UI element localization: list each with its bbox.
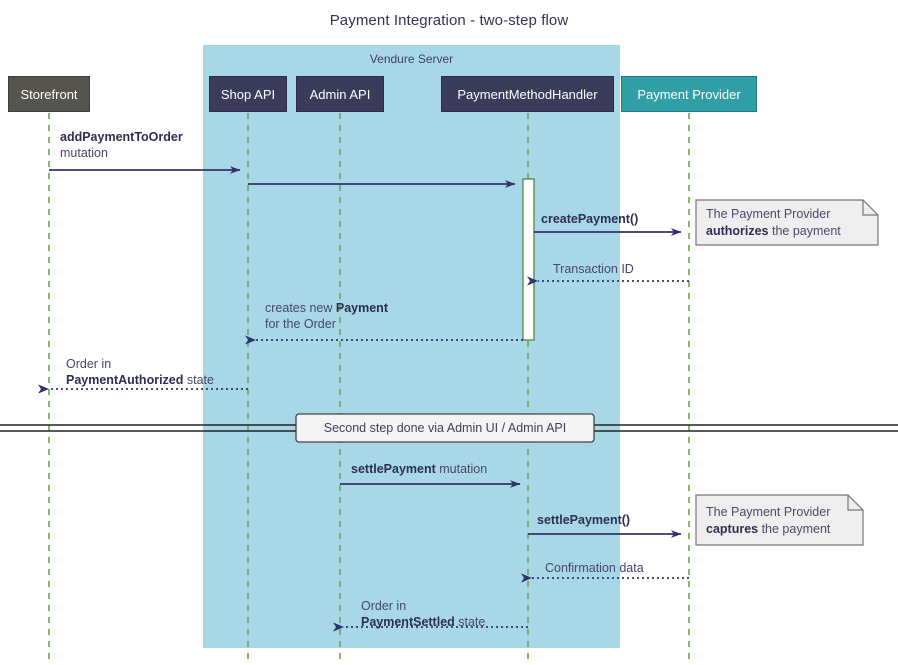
message-label-settle-payment-call-bold: settlePayment() (537, 513, 631, 527)
note-authorizes-suffix: the payment (768, 224, 841, 238)
message-label-confirmation-data: Confirmation data (545, 560, 644, 576)
group-label-vendure-server: Vendure Server (369, 52, 454, 66)
message-label-create-payment-bold: createPayment() (541, 212, 639, 226)
note-authorizes-shape (695, 199, 879, 246)
message-label-create-payment: createPayment() (541, 211, 638, 227)
note-authorizes-line1: The Payment Provider (706, 207, 831, 221)
message-label-order-payment-settled: Order in PaymentSettled state (361, 598, 485, 630)
message-label-settle-payment-call: settlePayment() (537, 512, 630, 528)
participant-payment-provider[interactable]: Payment Provider (621, 76, 757, 112)
message-label-order-payment-authorized-suffix: state (183, 373, 214, 387)
message-label-transaction-id: Transaction ID (553, 261, 634, 277)
message-label-order-payment-authorized-bold: PaymentAuthorized (66, 373, 184, 387)
note-authorizes-content: The Payment Provider authorizes the paym… (706, 206, 841, 240)
participant-storefront-label: Storefront (20, 86, 78, 102)
message-label-transaction-id-text: Transaction ID (553, 262, 634, 276)
note-authorizes-bold: authorizes (706, 224, 769, 238)
note-captures-fold (847, 495, 863, 511)
message-label-creates-new-payment-line2: for the Order (265, 317, 336, 331)
message-label-add-payment-to-order: addPaymentToOrder mutation (60, 129, 183, 161)
participant-storefront[interactable]: Storefront (8, 76, 90, 112)
participant-admin-api-label: Admin API (309, 86, 371, 102)
participant-shop-api-label: Shop API (220, 86, 276, 102)
note-captures-suffix: the payment (758, 522, 831, 536)
note-captures-bold: captures (706, 522, 759, 536)
note-authorizes-fold (862, 200, 878, 216)
message-label-order-payment-authorized-line1: Order in (66, 357, 112, 371)
diagram-title: Payment Integration - two-step flow (329, 12, 569, 29)
note-captures-shape (695, 494, 864, 546)
divider-label: Second step done via Admin UI / Admin AP… (323, 421, 567, 435)
vendure-server-group (203, 45, 620, 648)
note-captures-content: The Payment Provider captures the paymen… (706, 504, 830, 538)
message-label-settle-payment-mutation-plain: mutation (435, 462, 488, 476)
participant-shop-api[interactable]: Shop API (209, 76, 287, 112)
message-label-add-payment-to-order-bold: addPaymentToOrder (60, 130, 183, 144)
message-label-order-payment-settled-line1: Order in (361, 599, 407, 613)
message-label-order-payment-settled-suffix: state (454, 615, 486, 629)
message-label-order-payment-authorized: Order in PaymentAuthorized state (66, 356, 214, 388)
activation-bar-payment-method-handler (522, 178, 535, 341)
message-label-creates-new-payment: creates new Payment for the Order (265, 300, 388, 332)
message-label-order-payment-settled-bold: PaymentSettled (361, 615, 455, 629)
message-label-add-payment-to-order-plain: mutation (60, 146, 108, 160)
participant-payment-method-handler[interactable]: PaymentMethodHandler (441, 76, 614, 112)
message-label-settle-payment-mutation-bold: settlePayment (351, 462, 436, 476)
participant-payment-method-handler-label: PaymentMethodHandler (457, 86, 598, 102)
divider-label-box (295, 413, 595, 443)
message-label-confirmation-data-text: Confirmation data (545, 561, 644, 575)
message-label-creates-new-payment-bold: Payment (335, 301, 388, 315)
participant-admin-api[interactable]: Admin API (296, 76, 384, 112)
message-label-settle-payment-mutation: settlePayment mutation (351, 461, 487, 477)
message-label-creates-new-payment-plain: creates new (265, 301, 336, 315)
participant-payment-provider-label: Payment Provider (637, 86, 741, 102)
note-captures-line1: The Payment Provider (706, 505, 831, 519)
